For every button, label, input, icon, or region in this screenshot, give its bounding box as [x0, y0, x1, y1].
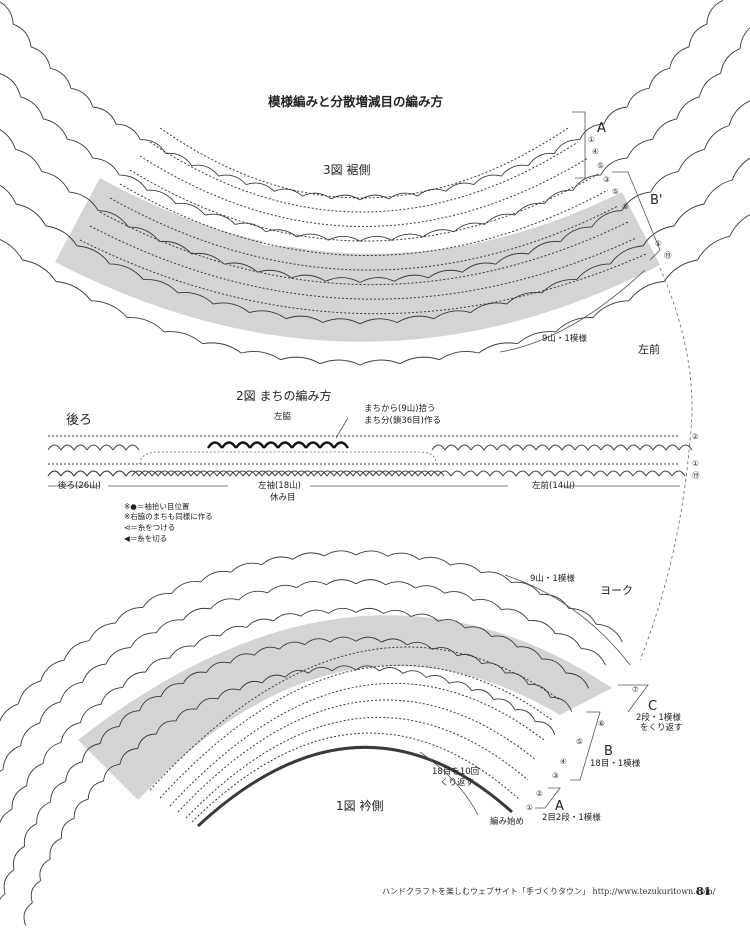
fig2-seg-sleeve-sub: 休み目	[270, 493, 296, 503]
yoke-lace-row	[0, 636, 573, 900]
fig3-row-num: ⑤	[622, 202, 629, 211]
gusset-chain-row	[431, 444, 693, 451]
fig1-section-c-desc2: をくり返す	[640, 723, 683, 733]
fig1-repeat-arc	[419, 751, 479, 816]
fig2-note-leader	[335, 417, 349, 439]
hem-lace-row	[0, 27, 750, 242]
fig3-row-num: ⑤	[597, 161, 604, 170]
hem-lace-row	[0, 157, 750, 325]
fig2-seg-sleeve: 左袖(18山)	[258, 481, 301, 491]
fig1-section-b-desc: 18目・1模様	[590, 759, 641, 769]
fig1-bracket-b	[570, 711, 601, 781]
fig3-row-num: ⑲	[664, 251, 672, 260]
fig1-row-num: ③	[552, 771, 559, 780]
fig1-section-b: B	[604, 744, 613, 759]
fig1-row-num: ⑤	[576, 737, 583, 746]
legend-item: ⊲＝糸をつける	[124, 523, 176, 532]
hem-lace-row	[0, 214, 750, 366]
fig2-note-1: まちから(9山)拾う	[364, 404, 436, 414]
fig1-bracket-a	[535, 787, 561, 809]
yoke-lace-row	[0, 550, 623, 723]
gusset-bold-row	[206, 441, 350, 449]
fig3-row-num: ④	[592, 147, 599, 156]
hem-lace-row	[0, 100, 750, 283]
fig3-row-num: ①	[588, 135, 595, 144]
fig2-chart	[47, 417, 693, 487]
fig1-chart	[0, 550, 649, 926]
fig1-row-num: ⑦	[632, 685, 639, 694]
fig2-dotted-outline	[139, 451, 437, 465]
connector-line	[639, 267, 693, 661]
fig1-row-num: ④	[560, 757, 567, 766]
gusset-chain-row	[47, 470, 140, 477]
fig1-start-row	[196, 746, 513, 828]
hem-lace-row	[0, 0, 724, 201]
fig1-label: 1図 衿側	[336, 799, 384, 813]
fig1-repeat-label: 9山・1模様	[530, 574, 575, 584]
fig2-side-label: 左脇	[274, 412, 292, 422]
fig1-repeat-note-1: 18目を10回	[432, 767, 480, 777]
fig2-seg-back: 後ろ(26山)	[58, 481, 101, 491]
fig2-row-num: ②	[692, 432, 699, 441]
fig3-side-label: 左前	[638, 343, 660, 356]
yoke-lace-row	[0, 607, 590, 824]
legend-item: ※●＝袖拾い目位置	[124, 502, 190, 511]
gusset-chain-row	[47, 444, 140, 451]
fig3-label: 3図 裾側	[323, 163, 371, 177]
fig1-repeat-note-2: くり返す	[440, 778, 475, 788]
legend-item: ※右脇のまちも同様に作る	[124, 512, 213, 521]
legend-item: ◀＝糸を切る	[124, 534, 168, 543]
fig1-section-a-desc: 2目2段・1模様	[542, 813, 601, 823]
fig3-center-gap	[262, 176, 355, 250]
fig3-row-num: ⑤	[612, 187, 619, 196]
fig1-section-c: C	[648, 699, 658, 714]
fig1-row-num: ⑥	[598, 719, 605, 728]
fig1-start-label: 編み始め	[490, 817, 525, 827]
fig3-repeat-bracket	[499, 269, 646, 353]
fig3-shaded-band	[55, 178, 660, 342]
fig1-section-a: A	[555, 799, 564, 814]
page-title: 模様編みと分散増減目の編み方	[268, 94, 444, 109]
fig3-section-a: A	[597, 121, 606, 136]
fig2-row-num: ⑲	[692, 471, 700, 480]
fig2-note-2: まち分(鎖36目)作る	[364, 416, 441, 426]
fig1-yoke-label: ヨーク	[600, 584, 633, 597]
fig1-bracket-c	[618, 684, 649, 713]
fig3-row-num: ①	[655, 239, 662, 248]
fig1-row-num: ①	[526, 803, 533, 812]
fig2-label: 2図 まちの編み方	[236, 389, 332, 403]
fig3-section-b: B'	[650, 193, 663, 208]
yoke-lace-row	[23, 665, 556, 926]
fig3-bracket-b	[612, 171, 661, 261]
fig3-repeat-label: 9山・1模様	[542, 334, 587, 344]
fig1-shaded-band	[78, 615, 612, 800]
gusset-chain-row	[131, 470, 445, 477]
footer-text: ハンドクラフトを楽しむウェブサイト「手づくりタウン」 http://www.te…	[382, 887, 716, 896]
page-number: 81	[696, 885, 712, 898]
fig2-row-num: ①	[692, 459, 699, 468]
fig1-repeat-bracket	[504, 574, 631, 666]
fig3-row-num: ③	[603, 175, 610, 184]
fig3-bracket-a	[572, 111, 586, 179]
fig1-row-num: ②	[536, 789, 543, 798]
fig1-section-c-desc1: 2段・1模様	[636, 713, 681, 723]
yoke-lace-row	[0, 579, 606, 772]
fig2-back-label: 後ろ	[66, 413, 93, 428]
fig2-seg-front: 左前(14山)	[532, 481, 575, 491]
fig3-chart	[0, 0, 750, 366]
